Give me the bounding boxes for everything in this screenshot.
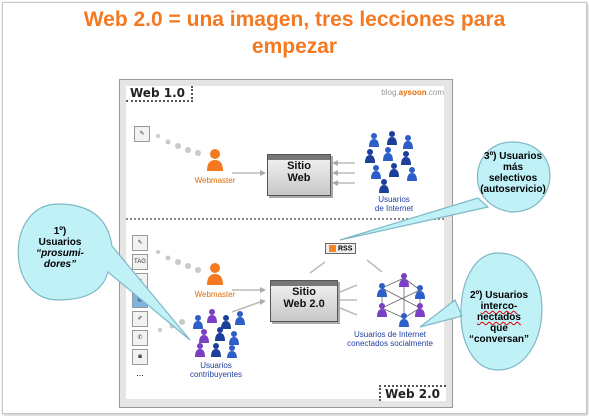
bubble-1-line-2: Usuarios (38, 237, 82, 248)
user-figure-icon (377, 283, 387, 297)
bubble-2-line-5: “conversan” (468, 334, 530, 345)
blog-watermark: blog.aysoon.com (381, 88, 444, 97)
user-figure-icon (415, 303, 425, 317)
site-2-titlebar (271, 281, 337, 286)
user-figure-icon (369, 133, 379, 147)
user-figure-icon (195, 343, 205, 357)
user-figure-icon (227, 345, 237, 358)
blog-prefix: blog. (381, 88, 399, 97)
user-figure-icon (383, 147, 393, 161)
user-figure-icon (365, 149, 375, 163)
bubble-1-line-3: “prosumi- (36, 248, 84, 259)
user-figure-icon (387, 131, 397, 145)
site-2-line-1: Sitio (292, 286, 316, 298)
webmaster-2-label: Webmaster (194, 290, 236, 299)
user-figure-icon (389, 163, 399, 177)
bubble-2-line-4: que (490, 323, 508, 334)
bubble-3-line-1: 3º) Usuarios (483, 151, 543, 162)
bubble-2-line-2: interco- (480, 301, 518, 312)
site-1-line-1: Sitio (287, 160, 311, 172)
bubble-1-text: 1º) Usuarios “prosumi- dores” (24, 226, 96, 270)
user-figure-icon (399, 313, 409, 327)
user-figure-icon (371, 165, 381, 179)
section-divider (126, 218, 444, 220)
slide-title: Web 2.0 = una imagen, tres lecciones par… (0, 6, 589, 60)
site-1-titlebar (268, 155, 330, 160)
bubble-3-text: 3º) Usuarios más selectivos (autoservici… (472, 151, 554, 195)
site-web-2: Sitio Web 2.0 (270, 280, 338, 322)
user-figure-icon (211, 343, 221, 357)
pencil-icon: ✐ (132, 311, 148, 327)
blog-suffix: .com (426, 88, 444, 97)
contrib-users-group (193, 309, 245, 358)
user-figure-icon (199, 329, 209, 343)
users-web1-label: Usuarios de Internet (364, 195, 424, 213)
user-figure-icon (207, 309, 217, 323)
bubble-1-shape (17, 203, 191, 341)
user-figure-icon (221, 315, 231, 329)
bubble-2-line-1: 2º) Usuarios (469, 290, 529, 301)
web1-edit-icon: ✎ (134, 126, 150, 142)
arrows (231, 162, 383, 316)
user-figure-icon (235, 311, 245, 325)
site-1-line-2: Web (287, 172, 311, 184)
bubble-3-shape (339, 141, 551, 241)
web2-label: Web 2.0 (379, 385, 446, 401)
user-figure-icon (229, 331, 239, 345)
user-figure-icon (401, 151, 411, 165)
blog-brand: aysoon (398, 88, 427, 97)
users-web2-network (377, 273, 425, 327)
users-web2-label: Usuarios de Internet conectados socialme… (330, 330, 450, 348)
users-web2-line-2: conectados socialmente (347, 339, 433, 348)
rss-badge: RSS (325, 243, 357, 255)
webmaster-1-label: Webmaster (194, 176, 236, 185)
users-web2-line-1: Usuarios de Internet (353, 330, 427, 339)
site-2-line-2: Web 2.0 (283, 298, 325, 310)
users-web1-group (365, 131, 417, 193)
web1-dots (156, 134, 201, 332)
bubble-3-line-4: (autoservicio) (480, 184, 546, 195)
title-line-1: Web 2.0 = una imagen, tres lecciones par… (83, 8, 506, 31)
web1-label: Web 1.0 (126, 86, 193, 102)
bubble-3-line-2: más (502, 162, 523, 173)
bubble-2-line-3: nectados (477, 312, 521, 323)
web-diagram: Web 1.0 Web 2.0 blog.aysoon.com ✎ Webmas… (119, 79, 453, 408)
bubble-1-line-4: dores” (43, 259, 77, 270)
bubble-2-text: 2º) Usuarios interco- nectados que “conv… (462, 290, 536, 345)
users-web1-line-1: Usuarios (378, 195, 410, 204)
diagram-connectors (156, 134, 421, 332)
camera-icon: ◙ (132, 349, 148, 365)
sidebar-more: ... (136, 368, 144, 378)
webmaster-2-icon (207, 263, 223, 285)
doc-icon: ✎ (132, 235, 148, 251)
webmaster-1-icon (207, 149, 223, 171)
arrow-heads (260, 160, 340, 311)
bubble-1-line-1: 1º) (53, 226, 67, 237)
bubble-3-line-3: selectivos (488, 173, 538, 184)
contrib-line-2: contribuyentes (189, 370, 243, 379)
user-figure-icon (377, 303, 387, 317)
user-figure-icon (407, 167, 417, 181)
user-figure-icon (215, 327, 225, 341)
bubble-2-shape (419, 252, 543, 371)
user-figure-icon (399, 273, 409, 287)
contrib-label: Usuarios contribuyentes (178, 361, 254, 379)
contrib-line-1: Usuarios (200, 361, 232, 370)
tag-icon: TAG (132, 254, 148, 270)
user-figure-icon (193, 315, 203, 329)
user-figure-icon (379, 179, 389, 193)
title-line-2: empezar (251, 35, 338, 58)
rss-label: RSS (338, 245, 353, 253)
rss-icon (329, 245, 336, 252)
users-web1-line-2: de Internet (374, 204, 414, 213)
site-web-1: Sitio Web (267, 154, 331, 196)
chat-icon: ✆ (132, 330, 148, 346)
user-figure-icon (415, 285, 425, 299)
user-figure-icon (403, 135, 413, 149)
